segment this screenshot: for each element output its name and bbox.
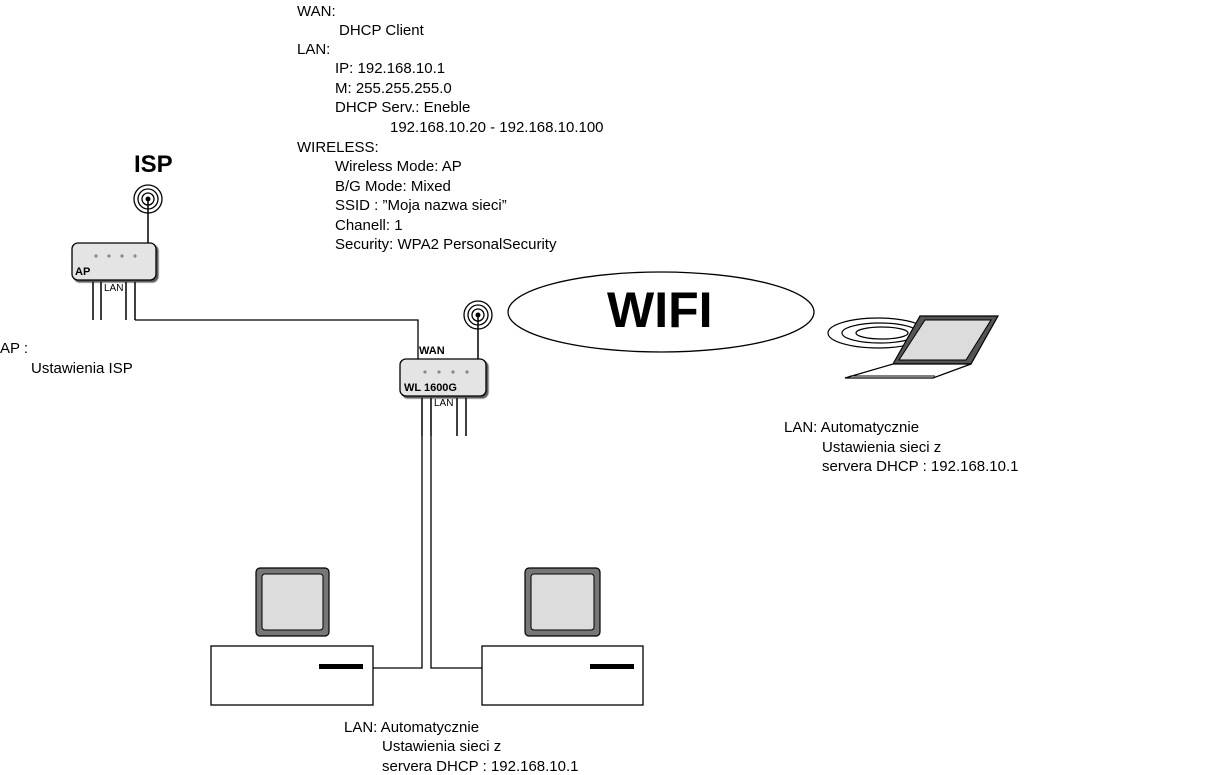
wan-cable bbox=[135, 319, 419, 360]
laptop-note-line2: Ustawienia sieci z bbox=[822, 439, 942, 456]
isp-lan-port-label: LAN bbox=[104, 283, 124, 294]
laptop-icon bbox=[827, 315, 1000, 379]
config-wan-mode: DHCP Client bbox=[339, 22, 424, 39]
router-ports bbox=[421, 398, 467, 436]
config-lan-dhcp: DHCP Serv.: Eneble bbox=[335, 99, 471, 116]
pc-1-icon bbox=[210, 567, 374, 706]
config-wireless-security: Security: WPA2 PersonalSecurity bbox=[335, 236, 557, 253]
router-lan-port-label: LAN bbox=[434, 398, 454, 409]
isp-title: ISP bbox=[134, 151, 173, 178]
isp-ap-ports bbox=[92, 282, 136, 320]
isp-antenna-icon bbox=[133, 184, 163, 244]
config-wan-heading: WAN: bbox=[297, 3, 336, 20]
config-wireless-bg: B/G Mode: Mixed bbox=[335, 178, 451, 195]
config-lan-ip: IP: 192.168.10.1 bbox=[335, 60, 446, 77]
laptop-note-line1: LAN: Automatycznie bbox=[784, 419, 920, 436]
config-lan-mask: M: 255.255.255.0 bbox=[335, 80, 452, 97]
router-antenna-icon bbox=[463, 300, 493, 360]
isp-note-body: Ustawienia ISP bbox=[31, 360, 133, 377]
config-wireless-mode: Wireless Mode: AP bbox=[335, 158, 462, 175]
isp-note-heading: AP : bbox=[0, 340, 29, 357]
isp-ap-device-icon bbox=[71, 242, 157, 281]
wifi-label: WIFI bbox=[607, 282, 713, 338]
config-wireless-heading: WIRELESS: bbox=[297, 139, 379, 156]
isp-ap-label: AP bbox=[75, 266, 91, 278]
wifi-cloud bbox=[507, 271, 815, 353]
config-wireless-ssid: SSID : ”Moja nazwa sieci” bbox=[335, 197, 507, 214]
lan-cable-pc-1 bbox=[373, 436, 423, 669]
laptop-note-line3: servera DHCP : 192.168.10.1 bbox=[822, 458, 1019, 475]
pc-note-line1: LAN: Automatycznie bbox=[344, 719, 480, 736]
lan-cable-pc-2 bbox=[430, 436, 482, 669]
pc-2-icon bbox=[481, 567, 644, 706]
pc-note-line2: Ustawienia sieci z bbox=[382, 738, 502, 755]
config-lan-heading: LAN: bbox=[297, 41, 331, 58]
config-lan-range: 192.168.10.20 - 192.168.10.100 bbox=[390, 119, 604, 136]
router-model-label: WL 1600G bbox=[404, 382, 457, 394]
router-device-icon bbox=[399, 358, 487, 397]
pc-note-line3: servera DHCP : 192.168.10.1 bbox=[382, 758, 579, 775]
router-wan-label: WAN bbox=[419, 345, 445, 357]
config-wireless-channel: Chanell: 1 bbox=[335, 217, 403, 234]
